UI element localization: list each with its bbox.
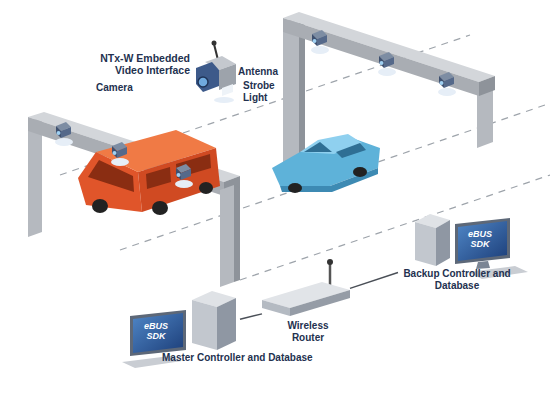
network-cable: [350, 273, 398, 289]
gantry-camera: [111, 142, 129, 166]
wheel: [152, 201, 168, 215]
van: [78, 130, 220, 215]
wheel: [199, 182, 213, 194]
gantry: [28, 112, 240, 237]
device-node: Wireless Router: [262, 258, 350, 348]
tower-side: [436, 220, 450, 266]
callout-label: Antenna: [238, 66, 278, 78]
gantry-camera: [438, 72, 456, 96]
van-side: [138, 148, 220, 212]
router: [262, 259, 350, 316]
gantry-beam: [479, 76, 495, 96]
car-window: [304, 142, 332, 152]
antenna-tip: [212, 41, 217, 46]
screen-label: eBUS SDK: [139, 321, 173, 341]
monitor: [455, 218, 510, 264]
callout-label: Strobe Light: [243, 80, 283, 104]
gantry-camera: [175, 164, 193, 188]
light-glow: [214, 97, 234, 103]
device-node: Master Controller and Database: [128, 292, 240, 374]
antenna: [214, 44, 218, 60]
camera-lens: [198, 77, 208, 87]
network-cable: [240, 314, 262, 319]
gantry-camera: [55, 122, 73, 146]
car: [272, 134, 380, 193]
wheel: [288, 183, 302, 193]
gantry-post: [234, 185, 240, 282]
strobe-lens: [222, 84, 233, 96]
device-label: Backup Controller and Database: [398, 268, 516, 292]
monitor-screen: [133, 313, 183, 353]
tower-side: [217, 298, 236, 350]
van-window: [146, 167, 171, 189]
wheel: [353, 167, 367, 177]
car-side: [280, 168, 378, 192]
antenna-tip: [327, 259, 333, 265]
callout-label: NTx-W Embedded Video Interface: [90, 52, 190, 76]
video-interface-device: [196, 41, 236, 104]
screen-label: eBUS SDK: [463, 229, 497, 249]
gantry-beam: [283, 18, 479, 96]
router-front: [262, 300, 290, 316]
callout-label: Camera: [96, 82, 133, 94]
tower-front: [192, 300, 217, 350]
device-node: Backup Controller and Database: [398, 212, 516, 294]
tower-front: [415, 222, 436, 266]
monitor-screen: [458, 221, 507, 261]
van-window: [88, 160, 134, 192]
camera-body: [196, 62, 219, 92]
device-label: Master Controller and Database: [162, 352, 313, 364]
monitor-stand: [476, 261, 490, 269]
gantry: [55, 122, 240, 287]
gantry-post: [28, 117, 42, 237]
gantry-post: [220, 185, 234, 287]
gantry-camera: [378, 52, 396, 76]
device-label: Wireless Router: [280, 320, 336, 344]
router-side: [290, 290, 350, 316]
gantry-beam: [283, 12, 495, 82]
car-window: [336, 143, 366, 158]
wheel: [92, 199, 108, 213]
monitor: [130, 310, 186, 356]
gantry-camera: [311, 30, 329, 54]
